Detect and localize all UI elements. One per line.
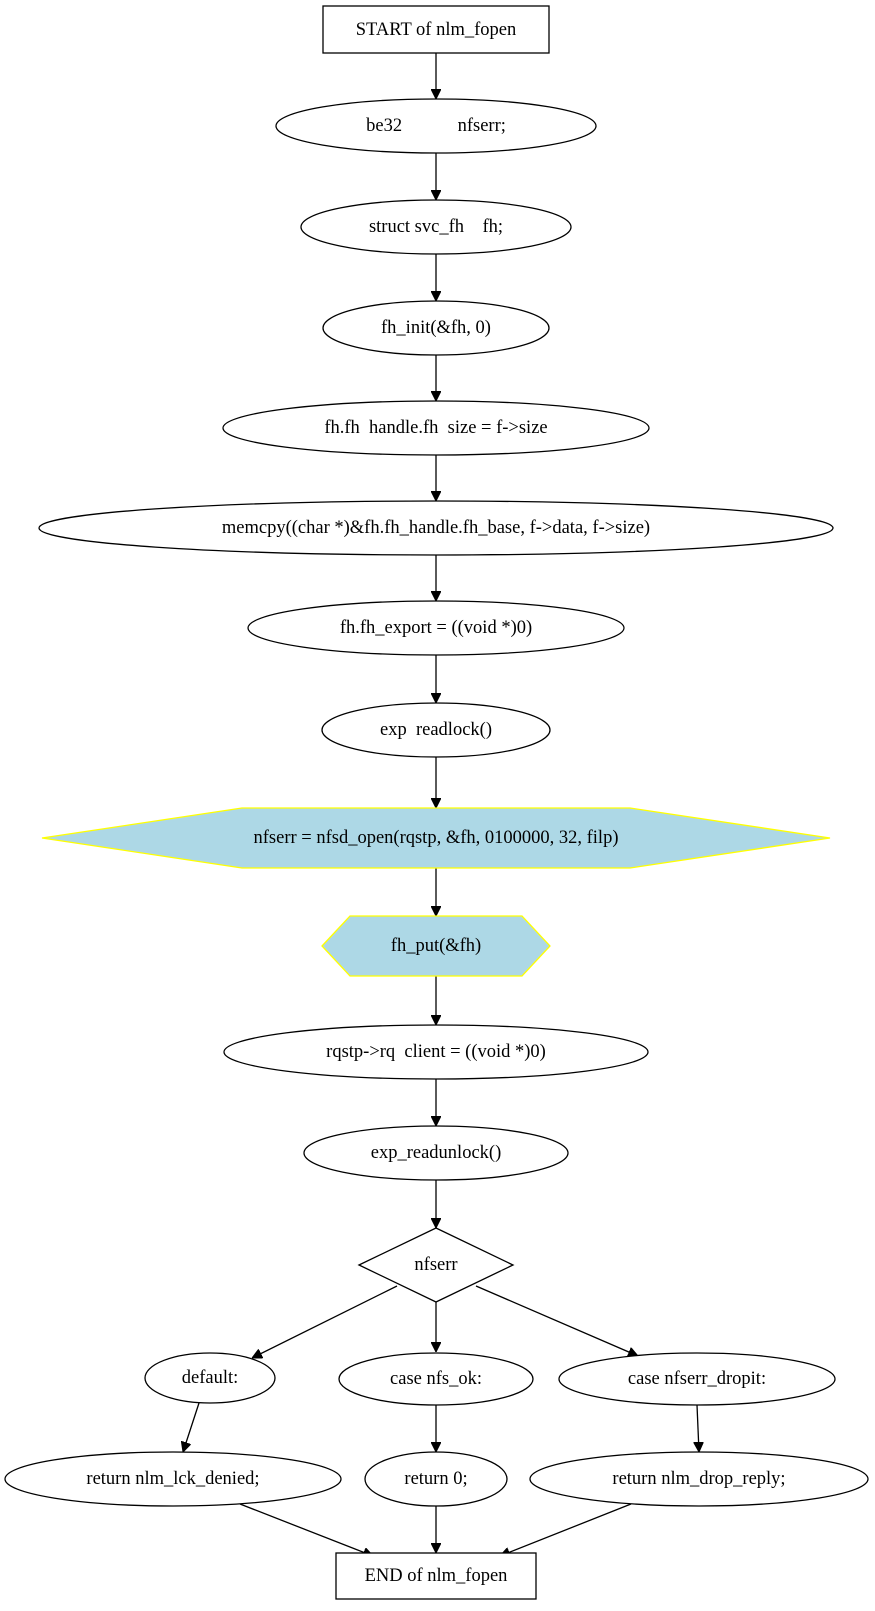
node-default-case: default: — [144, 1352, 276, 1404]
node-nfserr-switch-shape — [357, 1227, 515, 1303]
node-ret-drop: return nlm_drop_reply; — [529, 1451, 869, 1507]
node-readunlock: exp_readunlock() — [303, 1125, 569, 1181]
edge-switch-casedropit — [475, 1285, 638, 1356]
edge-switch-default — [252, 1285, 398, 1359]
node-fh-init-shape — [322, 300, 550, 356]
node-case-ok-label: case nfs_ok: — [390, 1369, 482, 1389]
node-fh-put-shape — [321, 915, 551, 977]
node-rq-client-shape — [223, 1024, 649, 1080]
node-case-dropit-label: case nfserr_dropit: — [628, 1369, 766, 1389]
node-memcpy-label: memcpy((char *)&fh.fh_handle.fh_base, f-… — [222, 518, 650, 538]
node-nfserr-switch-label: nfserr — [414, 1255, 457, 1275]
edge-retdrop-end — [500, 1503, 632, 1556]
node-ret-denied-shape — [4, 1451, 342, 1507]
node-end-label: END of nlm_fopen — [365, 1566, 508, 1586]
node-fh-init-label: fh_init(&fh, 0) — [381, 318, 491, 338]
edges — [183, 53, 699, 1556]
node-fh-size-shape — [222, 400, 650, 456]
node-fh-init: fh_init(&fh, 0) — [322, 300, 550, 356]
node-fh-export-shape — [247, 600, 625, 656]
node-fh-put-label: fh_put(&fh) — [391, 936, 481, 956]
node-memcpy: memcpy((char *)&fh.fh_handle.fh_base, f-… — [38, 500, 834, 556]
node-start: START of nlm_fopen — [322, 5, 550, 54]
edge-default-retdenied — [183, 1402, 200, 1452]
node-ret-denied: return nlm_lck_denied; — [4, 1451, 342, 1507]
node-svc-fh-label: struct svc_fh fh; — [369, 217, 503, 237]
node-rq-client: rqstp->rq client = ((void *)0) — [223, 1024, 649, 1080]
node-readunlock-shape — [303, 1125, 569, 1181]
node-case-dropit: case nfserr_dropit: — [558, 1352, 836, 1406]
node-fh-export: fh.fh_export = ((void *)0) — [247, 600, 625, 656]
node-readunlock-label: exp_readunlock() — [371, 1143, 501, 1163]
node-readlock-label: exp readlock() — [380, 720, 492, 740]
node-end: END of nlm_fopen — [335, 1552, 537, 1600]
node-nfsd-open-shape — [41, 807, 831, 869]
node-readlock: exp readlock() — [321, 702, 551, 758]
node-fh-size-label: fh.fh handle.fh size = f->size — [324, 418, 547, 438]
node-fh-export-label: fh.fh_export = ((void *)0) — [340, 618, 532, 638]
node-start-label: START of nlm_fopen — [356, 20, 516, 40]
node-readlock-shape — [321, 702, 551, 758]
node-fh-put: fh_put(&fh) — [321, 915, 551, 977]
node-nfserr-switch: nfserr — [357, 1227, 515, 1303]
node-end-shape — [335, 1552, 537, 1600]
node-ret-drop-label: return nlm_drop_reply; — [612, 1469, 785, 1489]
node-ret-zero-shape — [364, 1451, 508, 1507]
node-rq-client-label: rqstp->rq client = ((void *)0) — [326, 1042, 546, 1062]
node-ret-denied-label: return nlm_lck_denied; — [86, 1469, 259, 1489]
node-svc-fh: struct svc_fh fh; — [300, 199, 572, 255]
node-ret-drop-shape — [529, 1451, 869, 1507]
node-be32: be32 nfserr; — [275, 98, 597, 154]
node-memcpy-shape — [38, 500, 834, 556]
node-default-case-shape — [144, 1352, 276, 1404]
edge-casedropit-retdrop — [697, 1404, 699, 1452]
node-case-ok: case nfs_ok: — [338, 1352, 534, 1406]
node-ret-zero-label: return 0; — [404, 1469, 467, 1489]
node-ret-zero: return 0; — [364, 1451, 508, 1507]
node-fh-size: fh.fh handle.fh size = f->size — [222, 400, 650, 456]
node-be32-label: be32 nfserr; — [366, 116, 506, 136]
node-be32-shape — [275, 98, 597, 154]
edge-retdenied-end — [239, 1503, 373, 1556]
node-default-case-label: default: — [182, 1368, 239, 1388]
node-start-shape — [322, 5, 550, 54]
node-case-ok-shape — [338, 1352, 534, 1406]
node-svc-fh-shape — [300, 199, 572, 255]
node-nfsd-open-label: nfserr = nfsd_open(rqstp, &fh, 0100000, … — [254, 828, 619, 848]
node-case-dropit-shape — [558, 1352, 836, 1406]
node-nfsd-open: nfserr = nfsd_open(rqstp, &fh, 0100000, … — [41, 807, 831, 869]
